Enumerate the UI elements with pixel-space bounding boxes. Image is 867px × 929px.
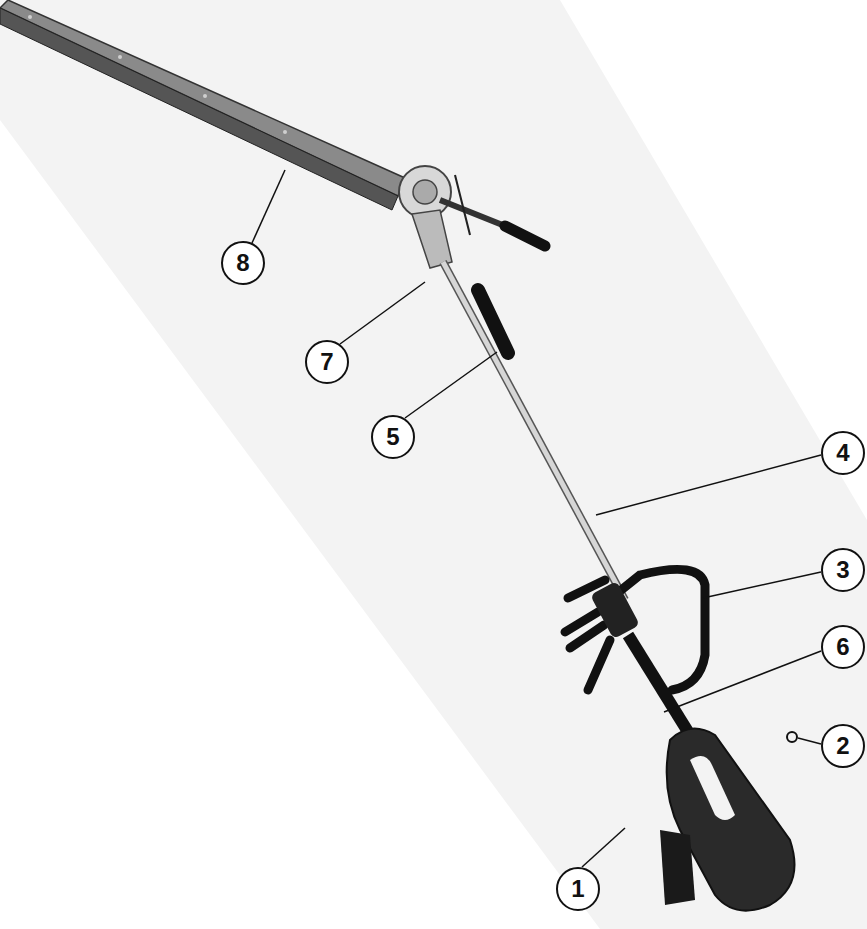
callout-circle: 5 bbox=[371, 415, 415, 459]
clamp-body bbox=[590, 581, 640, 639]
shaft-outline bbox=[443, 262, 625, 600]
upper-grip bbox=[478, 290, 508, 353]
blade-rivets bbox=[28, 15, 287, 134]
callout-ring bbox=[222, 242, 264, 284]
callout-number: 2 bbox=[836, 734, 849, 758]
callout-number: 4 bbox=[836, 441, 849, 465]
callout-number: 8 bbox=[236, 251, 249, 275]
gear-hub bbox=[413, 180, 437, 204]
aluminium-shaft bbox=[443, 262, 625, 600]
lock-pin bbox=[455, 175, 470, 235]
gear-head bbox=[399, 166, 451, 218]
callout-circle: 3 bbox=[821, 548, 865, 592]
cutter-blade bbox=[0, 0, 405, 196]
callout-circle: 4 bbox=[821, 431, 865, 475]
callout-circle: 2 bbox=[821, 724, 865, 768]
callout-ring bbox=[822, 432, 864, 474]
callout-circle: 7 bbox=[305, 340, 349, 384]
callout-number: 6 bbox=[836, 635, 849, 659]
leader-line bbox=[664, 651, 821, 712]
leader-line bbox=[252, 170, 285, 243]
callout-ring bbox=[557, 868, 599, 910]
leader-line bbox=[340, 282, 425, 344]
angle-lever bbox=[440, 200, 510, 228]
leader-line bbox=[405, 352, 497, 418]
leader-line bbox=[582, 828, 625, 867]
head-coupling bbox=[412, 210, 452, 268]
leader-line bbox=[703, 572, 821, 598]
callout-ring bbox=[822, 626, 864, 668]
leader-line bbox=[596, 455, 821, 515]
callout-circle: 1 bbox=[556, 867, 600, 911]
callout-ring bbox=[372, 416, 414, 458]
callout-ring bbox=[822, 549, 864, 591]
callout-number: 5 bbox=[386, 425, 399, 449]
trigger-guard bbox=[660, 830, 695, 905]
rear-grip-opening bbox=[690, 756, 735, 820]
blade-edge bbox=[0, 8, 398, 210]
strap-ring bbox=[787, 732, 797, 742]
callout-circle: 6 bbox=[821, 625, 865, 669]
leader-line bbox=[798, 738, 821, 744]
callout-circle: 8 bbox=[221, 241, 265, 285]
callout-ring bbox=[822, 725, 864, 767]
lever-grip bbox=[505, 226, 545, 246]
callout-number: 7 bbox=[320, 350, 333, 374]
lower-shaft bbox=[628, 635, 690, 735]
callout-ring bbox=[306, 341, 348, 383]
leader-lines bbox=[252, 170, 821, 867]
callout-number: 3 bbox=[836, 558, 849, 582]
callout-number: 1 bbox=[571, 877, 584, 901]
